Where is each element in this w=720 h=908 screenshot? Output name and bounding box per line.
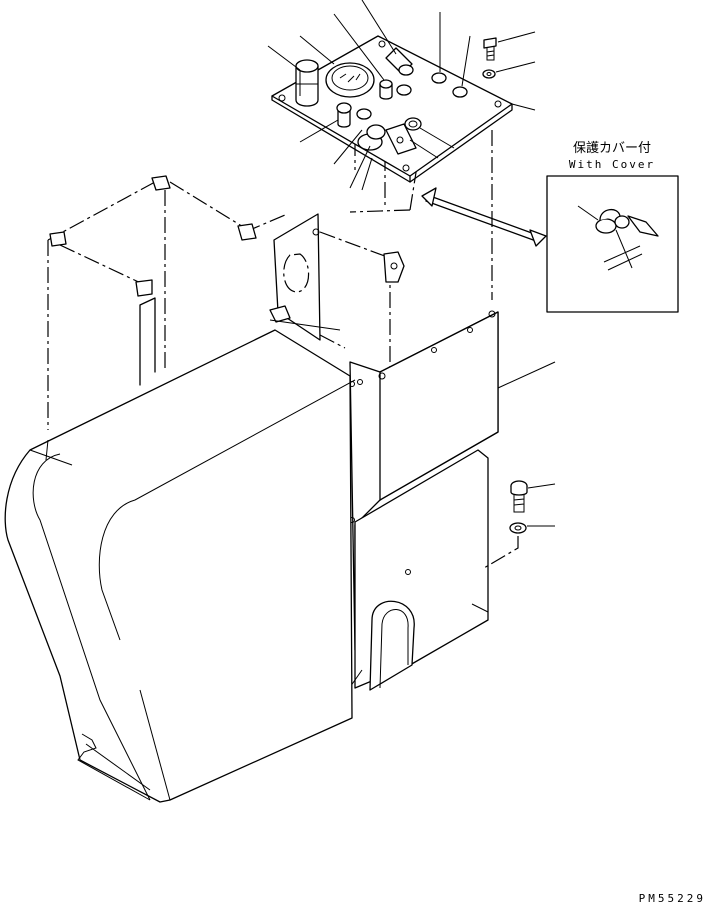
console-bracket — [383, 251, 405, 283]
front-console-panel — [347, 310, 499, 691]
rear-console-phantom — [47, 130, 493, 430]
inset-reference-arrow — [421, 187, 547, 247]
with-cover-inset — [546, 175, 679, 313]
panel-leader — [497, 361, 556, 389]
cover-label-en: With Cover — [569, 158, 655, 171]
hour-meter — [325, 62, 375, 98]
floor-cover — [4, 319, 363, 803]
cover-label-jp: 保護カバー付 — [573, 140, 651, 156]
key-switch — [357, 123, 417, 155]
side-plate-with-hole — [273, 213, 321, 341]
lamp-unit — [295, 59, 319, 107]
cover-bolt — [483, 480, 556, 569]
console-corner-brackets — [49, 175, 257, 297]
panel-switches — [336, 47, 468, 131]
drawing-code: PM55229 — [639, 892, 706, 905]
panel-callouts — [267, 0, 536, 191]
panel-bolt — [482, 31, 536, 79]
side-clip — [269, 305, 291, 323]
left-post — [139, 297, 156, 386]
